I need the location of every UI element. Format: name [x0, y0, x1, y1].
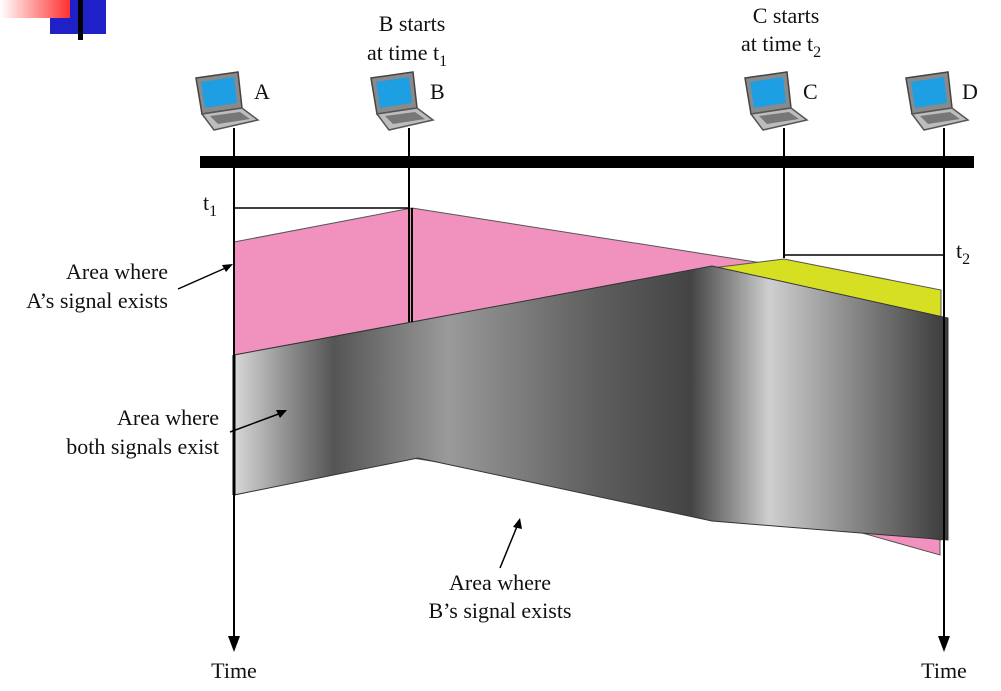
station-label-d: D — [962, 79, 978, 104]
b-signal-pointer — [499, 523, 519, 569]
laptop-icon — [195, 71, 260, 131]
both-signals-label-line1: Area where — [117, 405, 219, 430]
station-label-a: A — [254, 79, 270, 104]
time-axis-label-right: Time — [921, 658, 967, 683]
time-axis-label-left: Time — [211, 658, 257, 683]
b-start-line2-text: at time t — [367, 40, 439, 65]
t1-mark: t1 — [203, 190, 217, 220]
slide-logo-icon — [0, 0, 106, 40]
a-signal-pointer — [177, 265, 231, 290]
t2-mark: t2 — [956, 238, 970, 268]
c-start-line2-text: at time t — [741, 31, 813, 56]
t2-mark-base: t — [956, 238, 962, 263]
b-start-line2: at time t1 — [367, 40, 447, 70]
a-signal-label-line2: A’s signal exists — [26, 288, 168, 313]
region-both-signals — [233, 265, 949, 541]
b-start-subscript: 1 — [439, 53, 447, 70]
laptop-icon — [370, 71, 435, 131]
station-label-b: B — [430, 79, 445, 104]
t2-mark-subscript: 2 — [962, 251, 970, 268]
t1-mark-base: t — [203, 190, 209, 215]
c-start-subscript: 2 — [813, 44, 821, 61]
b-signal-label-line2: B’s signal exists — [428, 598, 571, 623]
c-start-line2: at time t2 — [741, 31, 821, 61]
both-signals-label-line2: both signals exist — [66, 434, 219, 459]
a-signal-label-line1: Area where — [66, 259, 168, 284]
both-signals-pointer-head — [276, 410, 287, 418]
both-signals-pointer — [229, 411, 285, 433]
laptop-icon — [905, 71, 970, 131]
time-arrow-d — [938, 636, 950, 652]
shared-bus — [200, 156, 974, 168]
b-start-line1: B starts — [379, 11, 446, 36]
b-signal-label-line1: Area where — [449, 570, 551, 595]
laptop-icon — [744, 71, 809, 131]
t1-mark-subscript: 1 — [209, 203, 217, 220]
c-start-line1: C starts — [753, 3, 820, 28]
a-signal-pointer-head — [222, 264, 233, 272]
time-arrow-a — [228, 636, 240, 652]
b-signal-pointer-head — [513, 518, 522, 529]
station-label-c: C — [803, 79, 818, 104]
